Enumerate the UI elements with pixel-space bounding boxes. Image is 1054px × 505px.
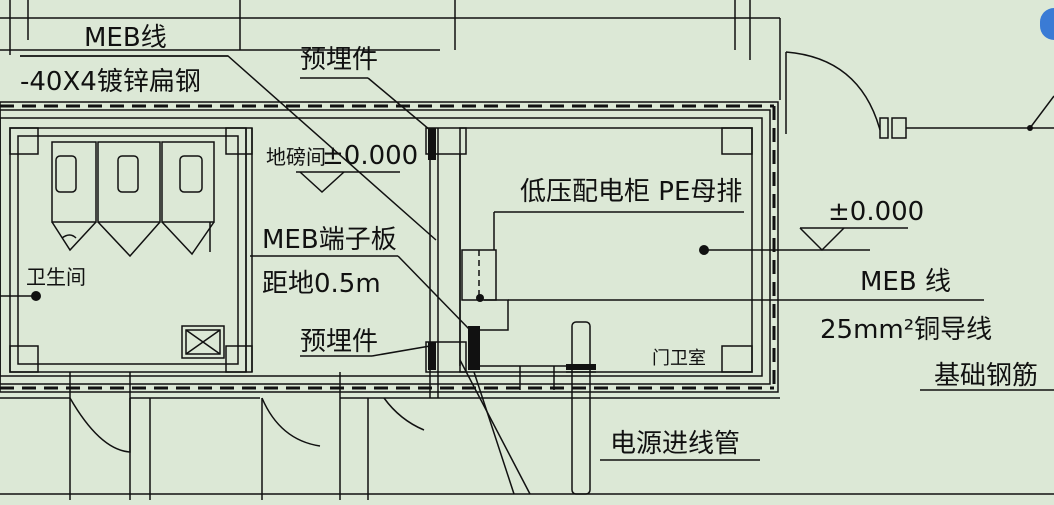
external-dot: [1027, 125, 1033, 131]
embedded-part-top: [428, 128, 436, 160]
conduit-flange: [566, 364, 596, 370]
scroll-edge-tab[interactable]: [1040, 8, 1054, 40]
meb-line-right-label: MEB 线: [860, 267, 951, 297]
meb-terminal-label: MEB端子板: [262, 225, 397, 255]
toilet-stalls: [51, 141, 215, 258]
pe-busbar-dot: [476, 294, 484, 302]
meb-line-label: MEB线: [84, 23, 167, 53]
embedded-part-top-label: 预埋件: [300, 45, 378, 75]
embedded-part-bottom-label: 预埋件: [300, 327, 378, 357]
leader-lines: [0, 55, 1054, 495]
copper-wire-label: 25mm²铜导线: [820, 315, 992, 345]
power-conduit: [566, 321, 596, 495]
level-left-label: ±0.000: [322, 141, 418, 171]
height-label: 距地0.5m: [262, 269, 381, 299]
door-swing: [785, 51, 1054, 139]
flat-steel-label: -40X4镀锌扁钢: [20, 67, 201, 97]
floor-drain: [181, 325, 225, 359]
embedded-part-bottom: [428, 342, 436, 370]
guard-room-dot: [699, 245, 709, 255]
toilet-label: 卫生间: [26, 265, 86, 289]
floor-room-label: 地磅间: [266, 145, 326, 169]
pe-busbar-label: 低压配电柜 PE母排: [520, 177, 742, 207]
toilet-room-walls: [9, 127, 253, 373]
meb-terminal-board: [468, 326, 480, 370]
bottom-wall-segments: [0, 372, 1054, 500]
level-marker-right: [799, 227, 908, 252]
level-marker-left: [296, 171, 400, 194]
outer-walls: [0, 101, 779, 393]
level-right-label: ±0.000: [828, 197, 924, 227]
distribution-cabinet: [461, 249, 509, 331]
upper-wall-lines: [0, 0, 781, 100]
toilet-dot: [31, 291, 41, 301]
power-conduit-label: 电源进线管: [610, 429, 740, 459]
foundation-rebar-label: 基础钢筋: [934, 361, 1038, 391]
guard-room-label: 门卫室: [652, 348, 706, 369]
